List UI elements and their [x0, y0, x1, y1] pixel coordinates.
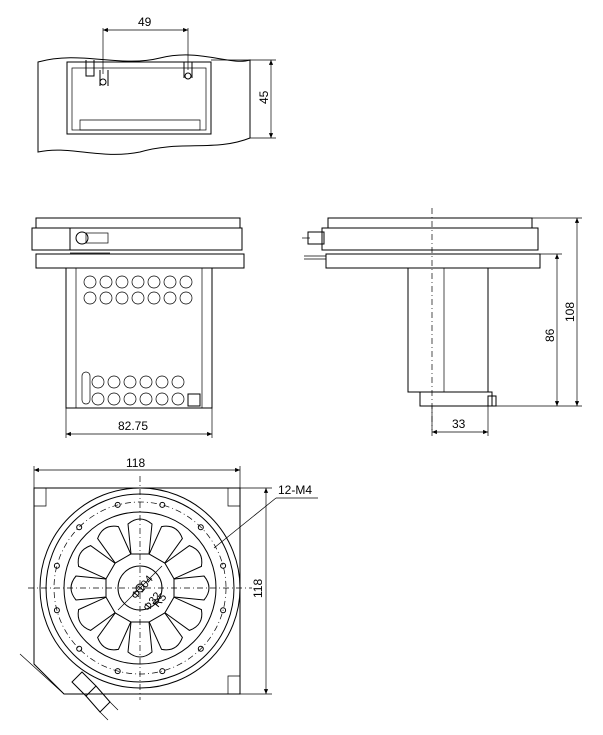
disc-window	[164, 545, 203, 580]
connector-knob	[75, 231, 89, 245]
left-pin	[85, 60, 95, 77]
disc-window	[173, 575, 210, 601]
disc-window	[148, 612, 183, 651]
bolt-hole	[220, 562, 227, 569]
bolt-hole	[220, 607, 227, 614]
dim-45: 45	[257, 90, 271, 104]
callout-12-m4: 12-M4	[278, 483, 312, 497]
dim-108: 108	[563, 302, 577, 322]
upper-plate	[31, 227, 243, 251]
cable-connector	[71, 671, 119, 721]
side-view: 108 86 33	[302, 208, 582, 436]
connector-chamfer	[19, 653, 65, 695]
bolt-hole	[197, 524, 204, 531]
body	[407, 267, 489, 393]
dim-86: 86	[543, 328, 557, 342]
callout-leader	[213, 497, 277, 549]
corner-block	[187, 393, 201, 407]
slot-lip	[79, 119, 201, 131]
base-square	[33, 487, 241, 695]
bolt-hole	[76, 524, 83, 531]
bottom-block	[419, 391, 493, 407]
disc-window	[97, 612, 132, 651]
pin-hole-left	[99, 78, 107, 86]
top-plate	[35, 217, 241, 229]
pin-left-b	[99, 70, 109, 86]
bolt-hole	[114, 501, 121, 508]
slot-outer	[66, 61, 212, 135]
top-plate	[327, 217, 533, 229]
corner-notch	[227, 488, 240, 507]
front-view: 82.75	[31, 217, 245, 438]
bolt-hole	[159, 501, 166, 508]
dim-49: 49	[138, 15, 152, 29]
bolt-hole	[53, 562, 60, 569]
disc-window	[77, 596, 116, 631]
disc-windows	[70, 518, 210, 658]
disc-window	[97, 525, 132, 564]
bottom-tab	[487, 395, 497, 407]
slot-left	[81, 371, 91, 405]
base-plate	[325, 253, 541, 269]
disc-window	[148, 525, 183, 564]
upper-plate	[321, 227, 539, 251]
corner-notch	[227, 675, 240, 694]
dim-118-h: 118	[251, 579, 265, 598]
bolt-hole	[197, 645, 204, 652]
bolt-hole	[114, 668, 121, 675]
body	[65, 267, 213, 409]
vent-holes	[83, 275, 193, 406]
disc-window	[70, 575, 107, 601]
pin-right	[183, 62, 193, 78]
bolt-hole	[76, 645, 83, 652]
disc-window	[77, 545, 116, 580]
bolt-holes	[53, 501, 227, 675]
bolt-hole	[53, 607, 60, 614]
leader-center	[117, 565, 163, 611]
disc-window	[164, 596, 203, 631]
base-plate	[35, 253, 245, 269]
connector-barrel	[85, 232, 109, 244]
dim-82-75: 82.75	[118, 419, 148, 433]
bolt-hole	[159, 668, 166, 675]
corner-notch	[34, 488, 47, 507]
dim-33: 33	[452, 417, 466, 431]
dim-118-w: 118	[126, 456, 145, 470]
disc-window	[127, 621, 153, 658]
plan-view: 118 Φ104 Φ32 R5 12-M4 118	[19, 456, 318, 721]
top-view: 49 45	[37, 15, 276, 155]
disc-window	[127, 518, 153, 555]
slot-inner	[71, 67, 207, 131]
connector-box	[31, 227, 71, 251]
break-outline	[37, 54, 251, 155]
pin-hole-right	[184, 72, 192, 80]
